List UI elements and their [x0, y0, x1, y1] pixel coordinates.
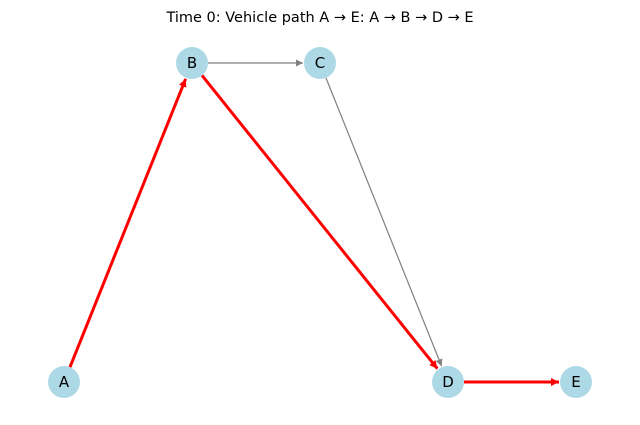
node-d: D [432, 366, 464, 398]
node-c: C [304, 47, 336, 79]
node-a: A [48, 366, 80, 398]
edges-layer [68, 59, 559, 386]
node-b: B [176, 47, 208, 79]
node-label: E [571, 373, 580, 391]
node-label: D [442, 373, 454, 391]
node-label: A [59, 373, 70, 391]
node-circle [560, 366, 592, 398]
node-label: B [187, 54, 197, 72]
edge-a-b [68, 78, 188, 368]
node-circle [48, 366, 80, 398]
edge-c-d [325, 77, 443, 367]
node-circle [304, 47, 336, 79]
edge-b-d [200, 74, 439, 370]
nodes-layer: A B C D E [48, 47, 592, 398]
node-label: C [315, 54, 325, 72]
diagram-title: Time 0: Vehicle path A → E: A → B → D → … [165, 10, 473, 26]
node-e: E [560, 366, 592, 398]
node-circle [432, 366, 464, 398]
node-circle [176, 47, 208, 79]
